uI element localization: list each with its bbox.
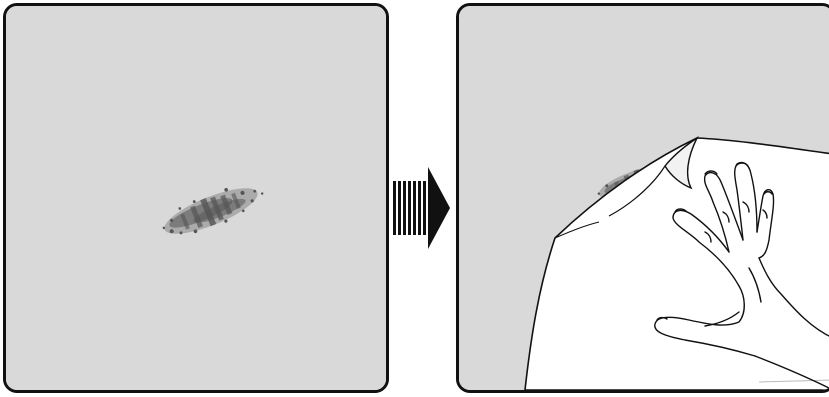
surface-after <box>459 6 829 390</box>
panel-after <box>456 3 829 393</box>
surface-background <box>6 6 386 390</box>
panel-before <box>3 3 389 393</box>
striped-arrow-icon <box>392 163 452 253</box>
surface-before <box>6 6 386 390</box>
